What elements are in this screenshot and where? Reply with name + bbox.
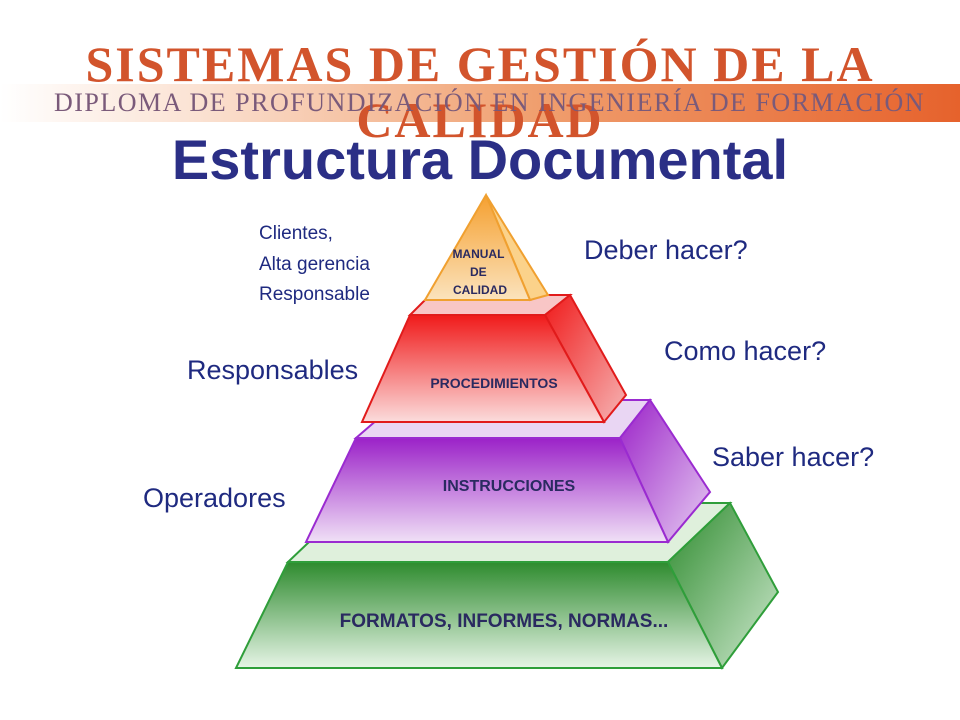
header-title: SISTEMAS DE GESTIÓN DE LA CALIDAD [85,36,875,148]
right-label-deber-hacer: Deber hacer? [584,235,748,265]
page-title: Estructura Documental [171,128,789,191]
instrucciones-label: INSTRUCCIONES [443,478,576,495]
formatos-label: FORMATOS, INFORMES, NORMAS... [340,611,669,632]
manual-label-line-2: DE [470,265,487,279]
procedimientos-label: PROCEDIMIENTOS [430,375,557,391]
pyramid-level-procedimientos [360,293,628,424]
manual-label: MANUAL DE CALIDAD [452,247,507,297]
header-band [0,84,960,122]
manual-label-line-3: CALIDAD [453,283,507,297]
left-label-responsable: Responsable [259,284,370,305]
left-label-operadores: Operadores [143,483,286,513]
manual-label-line-1: MANUAL [452,247,504,261]
pyramid-level-manual [423,192,550,302]
right-label-como-hacer: Como hacer? [664,336,827,366]
left-label-responsables: Responsables [187,355,359,385]
left-label-alta-gerencia: Alta gerencia [259,254,370,275]
left-label-clientes: Clientes, [259,223,333,244]
header-subtitle: DIPLOMA DE PROFUNDIZACIÓN EN INGENIERÍA … [54,88,925,117]
right-label-saber-hacer: Saber hacer? [712,442,875,472]
